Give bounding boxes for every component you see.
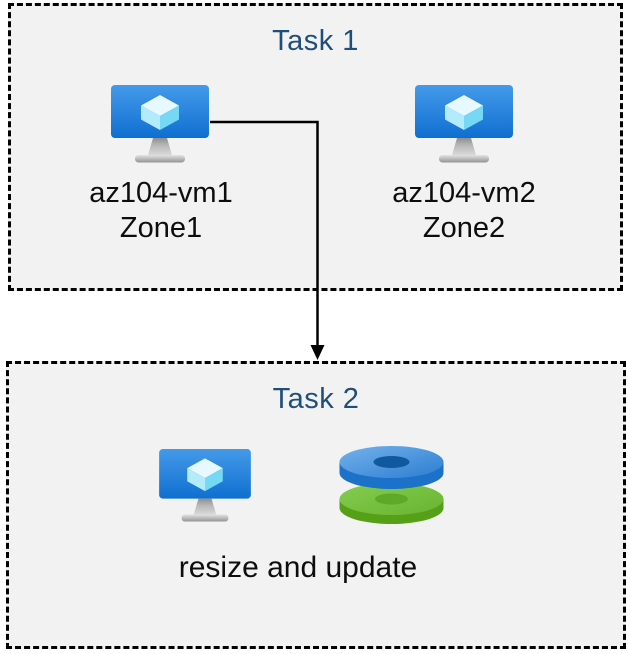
vm1-zone: Zone1 (119, 212, 203, 244)
task2-title: Task 2 (272, 383, 360, 415)
virtual-machine-icon (159, 449, 251, 522)
task1-title: Task 1 (272, 25, 359, 57)
vm1-label: az104-vm1 Zone1 (11, 176, 311, 246)
vm1-name: az104-vm1 (89, 177, 233, 209)
task2-box: Task 2 (6, 361, 626, 649)
task2-caption: resize and update (178, 551, 418, 584)
task1-box: Task 1 (8, 3, 623, 291)
vm2-name: az104-vm2 (392, 177, 536, 209)
virtual-machine-icon (415, 85, 513, 163)
disks-icon (339, 446, 444, 524)
vm2-zone: Zone2 (422, 212, 506, 244)
virtual-machine-icon (111, 85, 209, 163)
vm2-label: az104-vm2 Zone2 (314, 176, 614, 246)
